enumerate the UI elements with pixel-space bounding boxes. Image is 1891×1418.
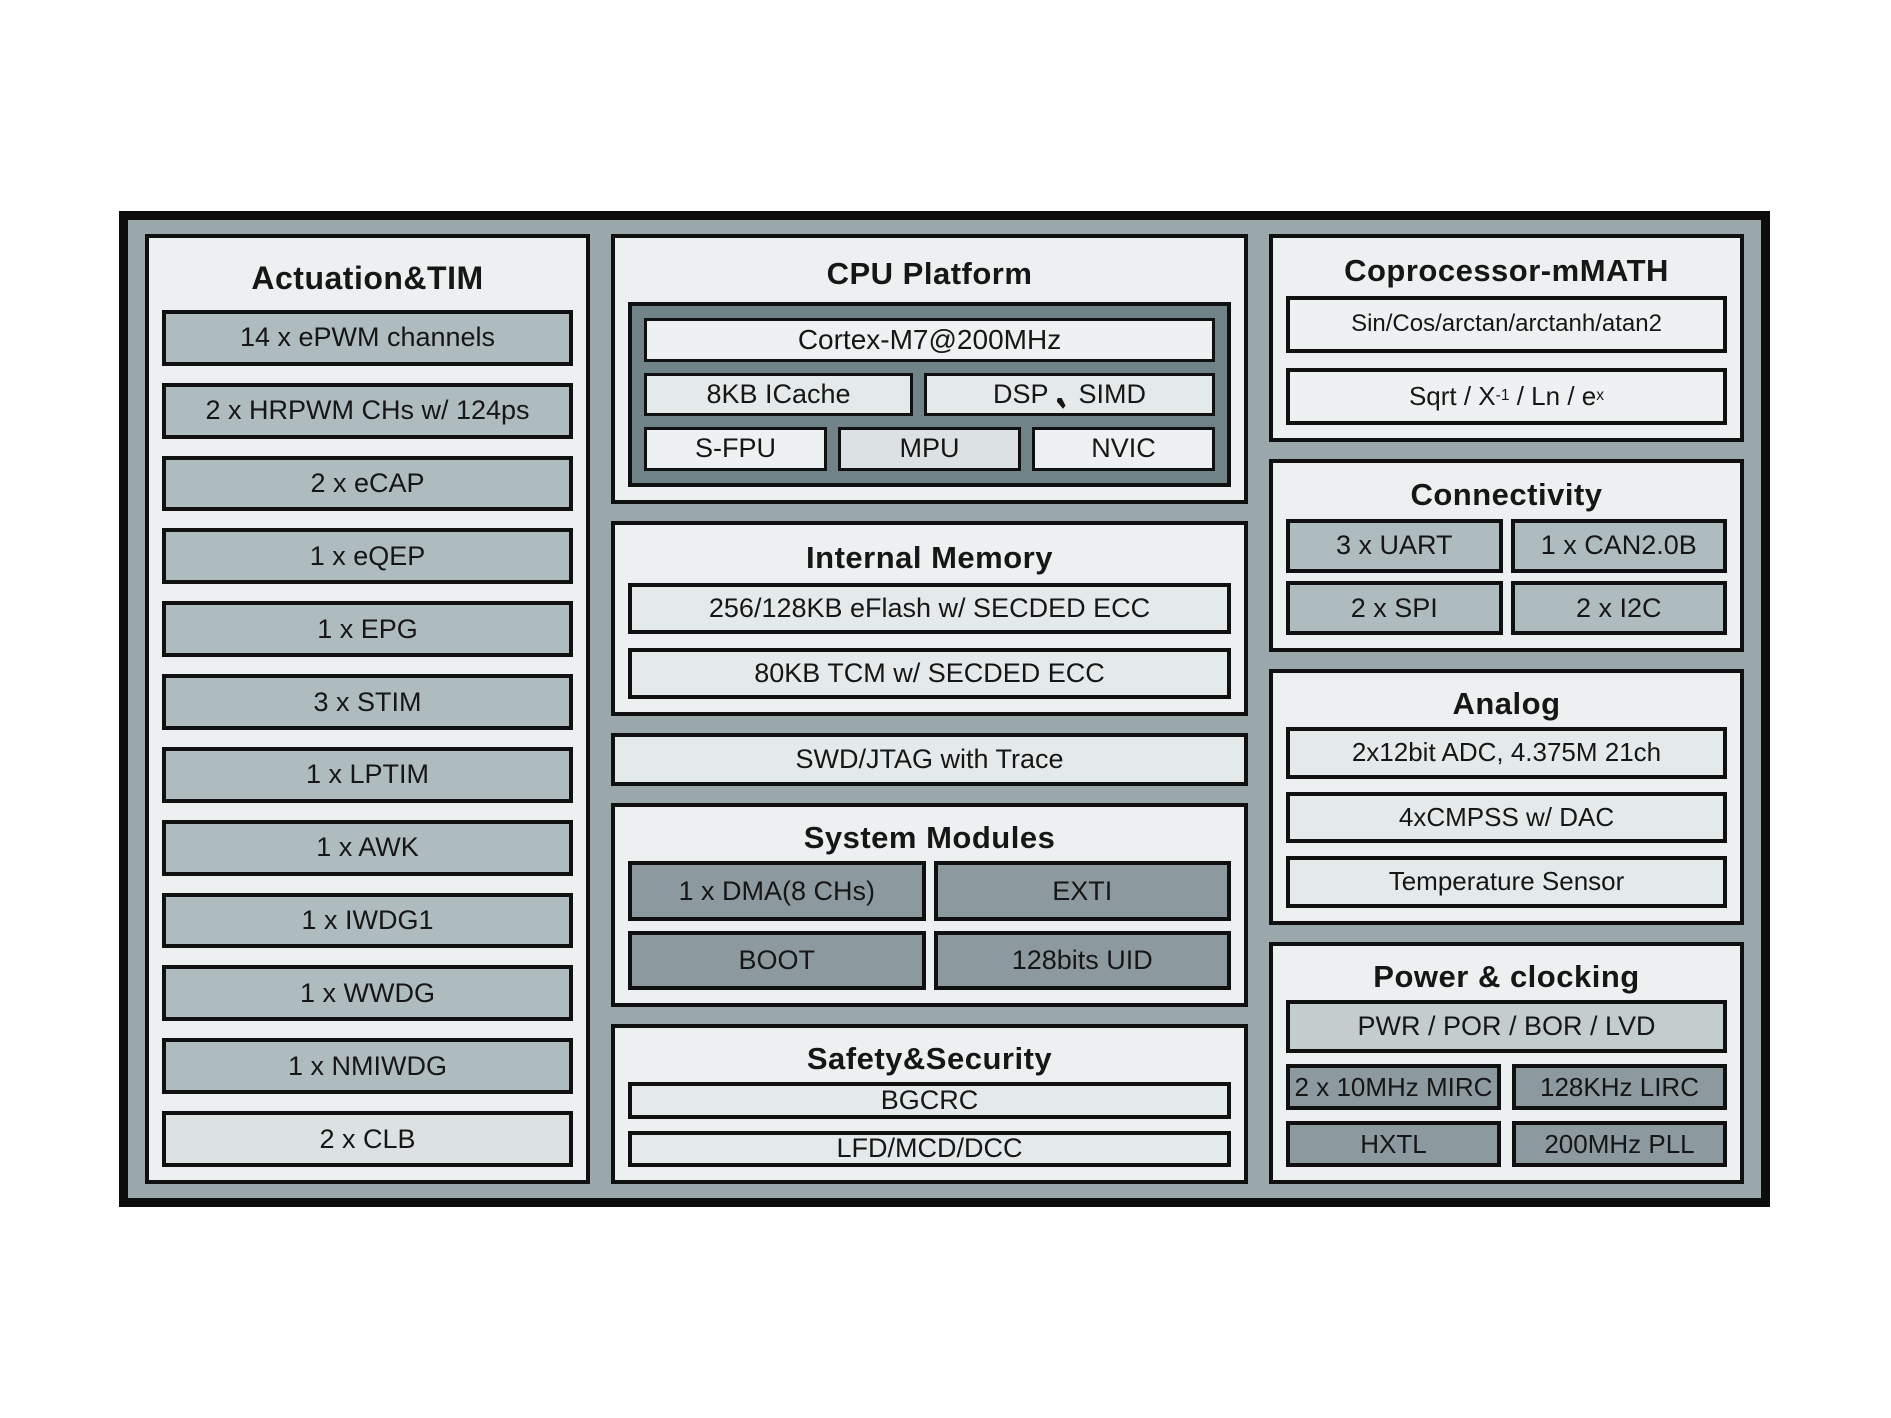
block-epg: 1 x EPG <box>162 601 573 658</box>
block-wwdg: 1 x WWDG <box>162 965 573 1022</box>
panel-title: Connectivity <box>1410 476 1603 512</box>
connectivity-panel: Connectivity 3 x UART 1 x CAN2.0B 2 x SP… <box>1269 458 1744 653</box>
panel-title: CPU Platform <box>826 256 1033 291</box>
block-stim: 3 x STIM <box>162 674 573 730</box>
panel-title: Safety&Security <box>806 1041 1053 1077</box>
panel-title: Power & clocking <box>1373 958 1640 994</box>
block-icache: 8KB ICache <box>644 372 914 417</box>
block-swd-jtag: SWD/JTAG with Trace <box>611 732 1248 787</box>
right-column: Coprocessor-mMATH Sin/Cos/arctan/arctanh… <box>1269 234 1744 1184</box>
block-cmpss: 4xCMPSS w/ DAC <box>1286 791 1727 844</box>
power-clocking-rows: PWR / POR / BOR / LVD 2 x 10MHz MIRC 128… <box>1286 999 1727 1168</box>
cpu-core-well: Cortex-M7@200MHz 8KB ICache DSP SIMD S-F… <box>628 302 1231 487</box>
block-tcm: 80KB TCM w/ SECDED ECC <box>628 647 1231 699</box>
actuation-tim-rows: 14 x ePWM channels 2 x HRPWM CHs w/ 124p… <box>162 310 573 1167</box>
block-spi: 2 x SPI <box>1286 581 1503 636</box>
panel-title: Internal Memory <box>806 539 1053 575</box>
connectivity-grid: 3 x UART 1 x CAN2.0B 2 x SPI 2 x I2C <box>1286 518 1727 636</box>
left-column: Actuation&TIM 14 x ePWM channels 2 x HRP… <box>145 234 590 1184</box>
system-modules-panel: System Modules 1 x DMA(8 CHs) EXTI BOOT … <box>611 803 1248 1008</box>
block-awk: 1 x AWK <box>162 819 573 876</box>
block-nmiwdg: 1 x NMIWDG <box>162 1038 573 1095</box>
block-epwm-channels: 14 x ePWM channels <box>162 310 573 366</box>
block-i2c: 2 x I2C <box>1510 581 1727 636</box>
block-trig-functions: Sin/Cos/arctan/arctanh/atan2 <box>1286 296 1727 353</box>
actuation-tim-panel: Actuation&TIM 14 x ePWM channels 2 x HRP… <box>145 234 590 1184</box>
safety-security-panel: Safety&Security BGCRC LFD/MCD/DCC <box>611 1024 1248 1184</box>
block-clb: 2 x CLB <box>162 1111 573 1167</box>
block-bgcrc: BGCRC <box>628 1082 1231 1119</box>
block-cortex-m7: Cortex-M7@200MHz <box>644 318 1215 362</box>
block-hrpwm: 2 x HRPWM CHs w/ 124ps <box>162 382 573 439</box>
block-pwr-por-bor-lvd: PWR / POR / BOR / LVD <box>1286 999 1727 1054</box>
cpu-row-1: Cortex-M7@200MHz <box>644 318 1215 362</box>
block-ecap: 2 x eCAP <box>162 455 573 512</box>
block-lfd-mcd-dcc: LFD/MCD/DCC <box>628 1130 1231 1167</box>
block-mirc: 2 x 10MHz MIRC <box>1286 1064 1501 1111</box>
coprocessor-panel: Coprocessor-mMATH Sin/Cos/arctan/arctanh… <box>1269 234 1744 442</box>
block-eflash: 256/128KB eFlash w/ SECDED ECC <box>628 582 1231 634</box>
block-adc: 2x12bit ADC, 4.375M 21ch <box>1286 727 1727 779</box>
panel-title: Coprocessor-mMATH <box>1344 253 1669 288</box>
panel-title: System Modules <box>803 820 1056 856</box>
ideographic-comma-icon <box>1056 397 1066 409</box>
block-can: 1 x CAN2.0B <box>1510 518 1727 573</box>
block-pll: 200MHz PLL <box>1512 1121 1727 1168</box>
block-dsp-simd: DSP SIMD <box>924 372 1215 417</box>
coprocessor-rows: Sin/Cos/arctan/arctanh/atan2 Sqrt / X-1 … <box>1286 296 1727 425</box>
block-nvic: NVIC <box>1032 427 1215 471</box>
analog-rows: 2x12bit ADC, 4.375M 21ch 4xCMPSS w/ DAC … <box>1286 727 1727 908</box>
power-clocking-panel: Power & clocking PWR / POR / BOR / LVD 2… <box>1269 941 1744 1184</box>
block-uart: 3 x UART <box>1286 518 1503 573</box>
panel-title: Analog <box>1452 686 1561 722</box>
block-boot: BOOT <box>628 930 926 991</box>
system-modules-grid: 1 x DMA(8 CHs) EXTI BOOT 128bits UID <box>628 861 1231 991</box>
block-eqep: 1 x eQEP <box>162 528 573 585</box>
simd-label: SIMD <box>1078 378 1147 409</box>
block-exti: EXTI <box>933 861 1231 921</box>
sqrt-mid: / Ln / e <box>1509 380 1597 411</box>
block-lptim: 1 x LPTIM <box>162 746 573 803</box>
block-dma: 1 x DMA(8 CHs) <box>628 861 926 921</box>
block-iwdg1: 1 x IWDG1 <box>162 892 573 949</box>
block-temp-sensor: Temperature Sensor <box>1286 856 1727 908</box>
dsp-label: DSP <box>993 378 1049 409</box>
block-mpu: MPU <box>838 427 1021 471</box>
block-uid: 128bits UID <box>933 930 1231 991</box>
block-hxtl: HXTL <box>1286 1121 1501 1168</box>
block-sfpu: S-FPU <box>644 427 827 471</box>
middle-column: CPU Platform Cortex-M7@200MHz 8KB ICache… <box>611 234 1248 1184</box>
internal-memory-panel: Internal Memory 256/128KB eFlash w/ SECD… <box>611 520 1248 716</box>
internal-memory-rows: 256/128KB eFlash w/ SECDED ECC 80KB TCM … <box>628 582 1231 699</box>
panel-title: Actuation&TIM <box>251 259 484 296</box>
block-lirc: 128KHz LIRC <box>1512 1064 1727 1111</box>
analog-panel: Analog 2x12bit ADC, 4.375M 21ch 4xCMPSS … <box>1269 669 1744 925</box>
cpu-row-2: 8KB ICache DSP SIMD <box>644 372 1215 417</box>
safety-security-rows: BGCRC LFD/MCD/DCC <box>628 1082 1231 1167</box>
cpu-row-3: S-FPU MPU NVIC <box>644 427 1215 471</box>
sqrt-prefix: Sqrt / X <box>1408 380 1496 411</box>
cpu-platform-panel: CPU Platform Cortex-M7@200MHz 8KB ICache… <box>611 234 1248 504</box>
mcu-block-diagram: Actuation&TIM 14 x ePWM channels 2 x HRP… <box>119 211 1770 1207</box>
